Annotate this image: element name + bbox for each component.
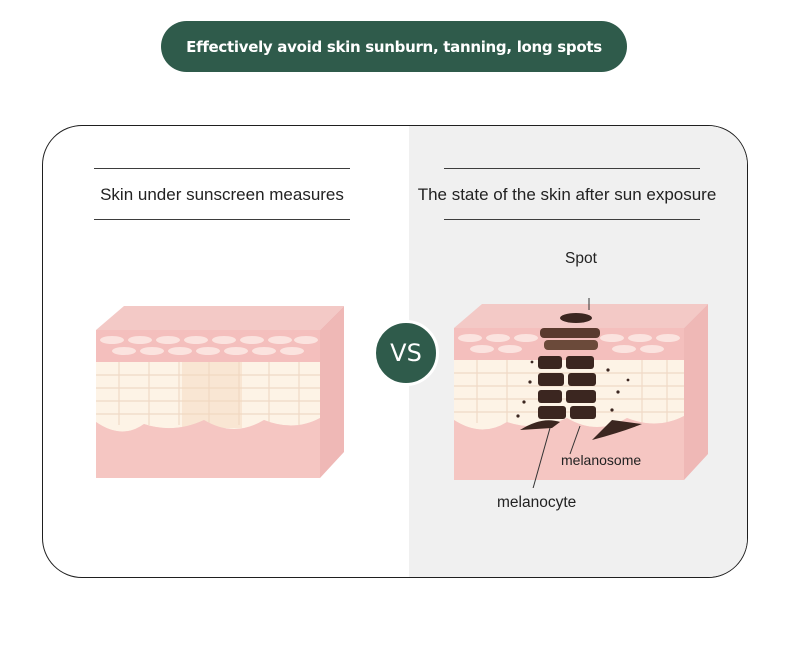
left-heading-bottom-rule bbox=[94, 219, 350, 220]
vs-text: VS bbox=[390, 339, 422, 367]
melanosome-label: melanosome bbox=[561, 452, 642, 468]
right-heading-top-rule bbox=[444, 168, 700, 169]
headline-text: Effectively avoid skin sunburn, tanning,… bbox=[186, 37, 602, 56]
vs-badge: VS bbox=[373, 320, 439, 386]
healthy-skin-illustration bbox=[96, 306, 344, 478]
right-heading-bottom-rule bbox=[444, 219, 700, 220]
left-heading: Skin under sunscreen measures bbox=[100, 185, 344, 204]
right-heading: The state of the skin after sun exposure bbox=[417, 185, 717, 204]
spot-label: Spot bbox=[565, 250, 597, 267]
left-heading-top-rule bbox=[94, 168, 350, 169]
sun-damaged-skin-illustration bbox=[454, 298, 708, 488]
headline-banner: Effectively avoid skin sunburn, tanning,… bbox=[161, 21, 627, 72]
melanocyte-label: melanocyte bbox=[497, 494, 577, 511]
